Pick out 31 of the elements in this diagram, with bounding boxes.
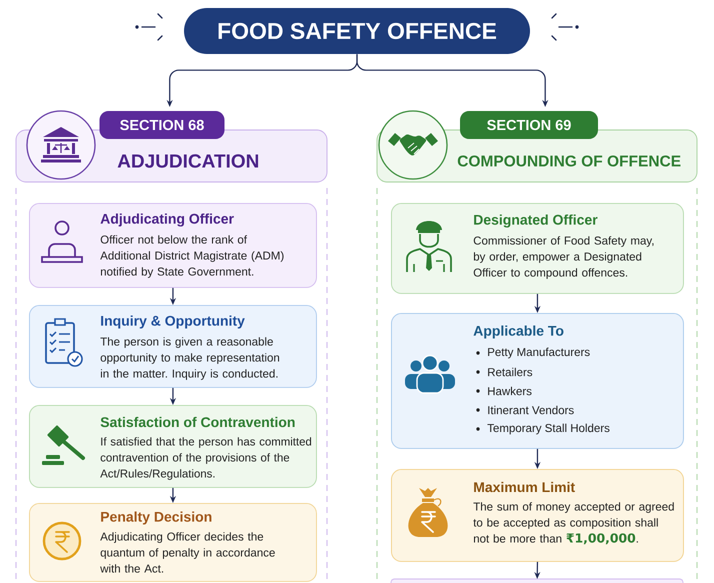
step-box	[29, 305, 317, 388]
section-heading: ADJUDICATION	[118, 154, 258, 168]
step-box	[391, 469, 684, 562]
box-text: Commissioner of Food Safety may, by order, empower a Designated Officer to compound offences.	[474, 236, 654, 279]
list-item: Itinerant Vendors	[488, 406, 574, 414]
step-box	[29, 203, 317, 288]
list-item: Petty Manufacturers	[488, 348, 590, 358]
box-heading: Applicable To	[474, 325, 564, 339]
list-item: Retailers	[488, 368, 532, 376]
step-box	[391, 203, 684, 294]
step-box	[391, 313, 684, 449]
box-text: The person is given a reasonable opportunity to make representation in the matter. Inquiry is conducted.	[100, 337, 280, 380]
box-heading: Penalty Decision	[101, 511, 212, 525]
box-heading: Inquiry & Opportunity	[101, 315, 245, 329]
box-text: Adjudicating Officer decides the quantum of penalty in accordance with the Act.	[100, 532, 275, 573]
section-heading: COMPOUNDING OF OFFENCE	[458, 156, 680, 166]
title-banner: FOOD SAFETY OFFENCE	[184, 8, 530, 54]
box-text: Officer not below the rank of Additional District Magistrate (ADM) notified by State Government.	[100, 235, 284, 278]
list-item: Temporary Stall Holders	[487, 424, 610, 434]
step-box	[390, 578, 684, 583]
box-text: The sum of money accepted or agreed to be accepted as composition shall not be more than ₹1,00,000.	[473, 502, 674, 544]
box-heading: Satisfaction of Contravention	[100, 416, 295, 428]
step-box	[29, 503, 317, 582]
box-text: If satisfied that the person has committed contravention of the provisions of the Act/Rules/Regulations.	[100, 437, 312, 480]
section-badge: SECTION 68	[100, 111, 224, 139]
box-heading: Adjudicating Officer	[100, 213, 234, 227]
box-heading: Designated Officer	[474, 214, 598, 228]
box-heading: Maximum Limit	[474, 482, 575, 492]
step-box	[29, 405, 317, 488]
list-item: Hawkers	[488, 386, 532, 396]
section-badge: SECTION 69	[460, 111, 598, 139]
